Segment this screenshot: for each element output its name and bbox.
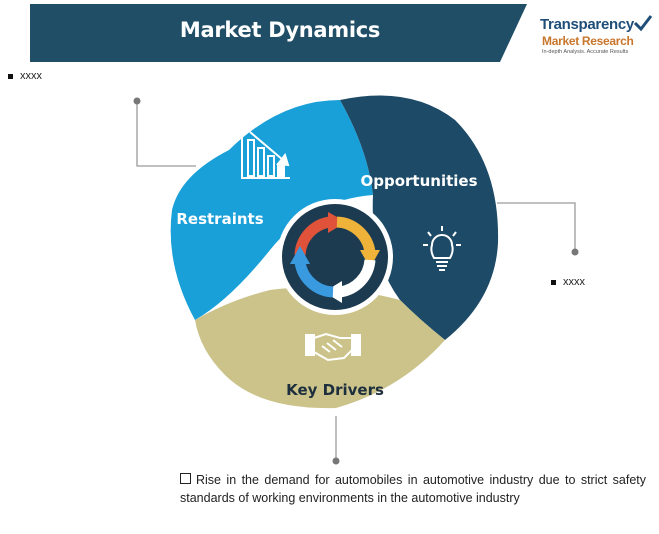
logo-check-icon [633,15,653,32]
logo-tagline: In-depth Analysis. Accurate Results [542,49,629,55]
connector-left [133,97,196,167]
header-banner [30,4,527,62]
logo: Transparency Market Research In-depth An… [530,10,655,60]
cycle-arrows-icon [290,212,380,303]
opportunities-label: Opportunities [360,172,477,190]
segment-restraints[interactable] [170,100,373,320]
page-title: Market Dynamics [179,18,381,42]
note-right: xxxx [551,276,585,288]
bullet-icon [8,73,13,79]
handshake-icon [305,332,361,362]
logo-line1: Transparency [540,16,634,33]
key-drivers-label: Key Drivers [286,381,384,399]
bottom-note-text: Rise in the demand for automobiles in au… [180,473,646,505]
connector-bottom [332,416,340,465]
checkbox-bullet-icon [180,473,191,484]
lightbulb-icon [423,226,461,271]
note-left-text: xxxx [20,70,42,82]
connector-right [497,202,579,256]
segment-key-drivers[interactable] [195,287,445,409]
note-right-text: xxxx [563,276,585,288]
segment-opportunities[interactable] [340,95,499,341]
logo-line2: Market Research [542,34,634,48]
restraints-label: Restraints [176,210,263,228]
bullet-icon [551,279,556,285]
note-left: xxxx [8,70,42,82]
bottom-note: Rise in the demand for automobiles in au… [180,471,646,507]
bar-chart-down-icon [241,130,290,179]
